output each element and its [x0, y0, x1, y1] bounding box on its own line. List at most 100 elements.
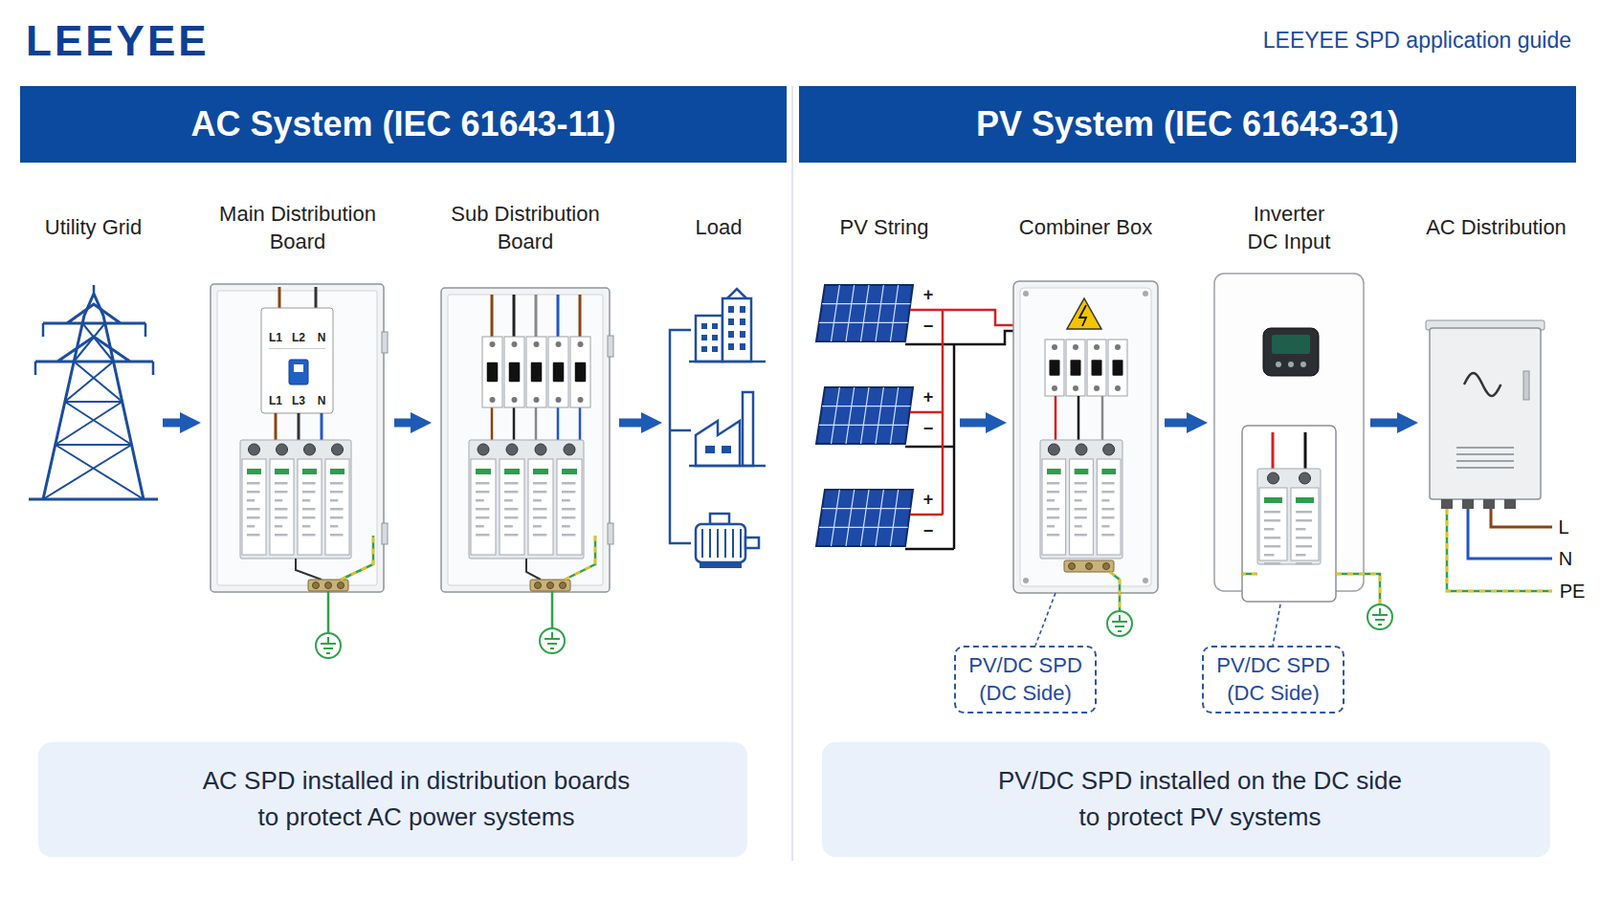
bar-screw — [547, 582, 555, 590]
module-print — [330, 499, 338, 503]
breaker-toggle — [531, 362, 543, 383]
spd-module — [242, 459, 267, 556]
pv-panel — [816, 489, 913, 547]
module-print — [1295, 554, 1306, 557]
module-print — [475, 516, 489, 520]
hinge — [607, 523, 614, 545]
bar-screw — [534, 582, 542, 590]
terminal-label: N — [317, 332, 327, 345]
display-frame — [1263, 328, 1319, 377]
stage-heading: PV String — [808, 200, 960, 255]
module-print — [1074, 525, 1083, 529]
module-print — [246, 516, 261, 520]
earth-wire — [1110, 572, 1120, 612]
leader-connector — [1272, 604, 1281, 646]
status-window — [475, 468, 491, 475]
screw — [1142, 290, 1149, 297]
window — [728, 306, 734, 313]
terminal-screw — [304, 444, 316, 456]
module-print — [533, 490, 547, 494]
module-print — [533, 482, 547, 486]
earth-wire-stripe — [564, 535, 596, 580]
positive-wire — [910, 309, 943, 312]
motor-base — [699, 562, 742, 569]
motor-fin — [716, 529, 719, 558]
warning-sign — [1066, 298, 1102, 330]
terminal-screw — [1047, 444, 1060, 456]
module-print — [561, 508, 576, 512]
spd-rail — [1040, 440, 1123, 559]
logo: LEEYEE — [25, 18, 210, 65]
cable-gland — [1441, 499, 1453, 510]
module-print — [302, 482, 316, 486]
terminal-label: L1 — [268, 395, 283, 408]
flow-arrow — [162, 419, 180, 428]
module-print — [274, 525, 283, 529]
spd-wire — [578, 407, 582, 441]
module-print — [1046, 516, 1060, 520]
breaker — [548, 336, 569, 408]
module-print — [1264, 536, 1281, 540]
cell-line — [861, 489, 870, 547]
terminal-screw — [563, 444, 576, 456]
building-roof — [727, 288, 747, 299]
breaker-toggle — [487, 362, 499, 383]
module-print — [1046, 490, 1060, 494]
screw — [489, 397, 496, 403]
module-print — [302, 508, 316, 512]
module-print — [274, 490, 289, 494]
cell-line — [845, 387, 855, 445]
earth-bar — [530, 579, 571, 592]
spd-module — [1069, 459, 1094, 556]
flow-arrow — [1370, 419, 1398, 428]
terminal-screw — [1075, 444, 1088, 456]
ground-line — [688, 465, 766, 468]
spd-module — [470, 459, 496, 556]
screw — [1022, 577, 1029, 584]
module-print — [1264, 511, 1281, 514]
positive-wire — [910, 513, 943, 517]
vent-slot — [1456, 466, 1514, 469]
polarity-label: + — [923, 388, 934, 408]
screw — [533, 341, 540, 348]
terminal-label: L1 — [268, 332, 283, 345]
conductor-label: PE — [1559, 580, 1586, 602]
conductor-label: L — [1557, 516, 1569, 538]
breaker-toggle — [1049, 359, 1061, 377]
spd-wire — [1077, 396, 1081, 441]
cell-line — [822, 508, 911, 510]
breaker-toggle — [509, 362, 521, 383]
spd-enclosure — [1242, 425, 1336, 602]
pv-panel — [816, 285, 913, 342]
callout-text: PV/DC SPD (DC Side) — [1211, 652, 1335, 708]
combiner-enclosure — [1013, 281, 1158, 594]
module-print — [1046, 499, 1055, 503]
module-print — [330, 533, 344, 537]
module-print — [246, 508, 261, 512]
module-print — [504, 525, 513, 529]
terminal-label: N — [317, 395, 327, 408]
line-wire — [1490, 509, 1553, 528]
spd-wire — [556, 407, 560, 441]
building-icon — [695, 315, 723, 362]
negative-wire — [1304, 432, 1308, 469]
vent-slot — [1456, 453, 1514, 456]
module-print — [504, 499, 513, 503]
module-print — [246, 525, 255, 529]
cell-line — [831, 489, 841, 547]
bar-screw — [1103, 563, 1111, 571]
module-print — [1101, 508, 1114, 512]
module-print — [246, 482, 261, 486]
module-print — [302, 533, 316, 537]
cable-gland — [1504, 499, 1516, 510]
breaker — [570, 336, 591, 408]
module-print — [504, 490, 518, 494]
cabinet-handle — [1523, 371, 1530, 400]
earth-wire — [564, 535, 596, 580]
ground-ring — [539, 628, 565, 654]
breaker — [1044, 339, 1065, 397]
window — [701, 323, 708, 330]
module-print — [302, 499, 311, 503]
earth-wire-stripe — [1446, 509, 1553, 592]
